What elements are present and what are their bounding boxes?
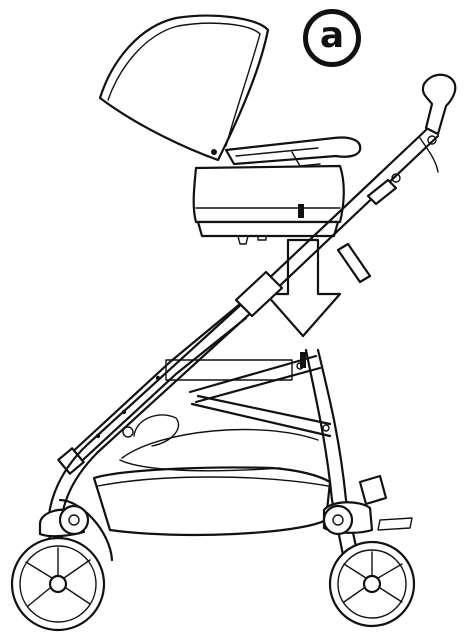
front-wheel-inner [322, 504, 354, 536]
stroller-seat-unit [98, 14, 362, 245]
step-marker-letter: a [319, 15, 345, 56]
handle-grip [421, 73, 457, 136]
front-wheel [328, 540, 416, 628]
stroller-frame [38, 73, 457, 562]
storage-basket [92, 466, 332, 537]
step-marker-badge: a [303, 9, 361, 67]
rear-wheel-inner [58, 504, 90, 536]
canopy-hood [98, 14, 270, 162]
canopy-hinge-dot [211, 149, 217, 155]
rear-wheel [10, 536, 106, 632]
seat-connector [298, 204, 304, 218]
frame-connector [300, 352, 306, 368]
seat-base [196, 220, 340, 238]
seat-body [192, 164, 345, 224]
